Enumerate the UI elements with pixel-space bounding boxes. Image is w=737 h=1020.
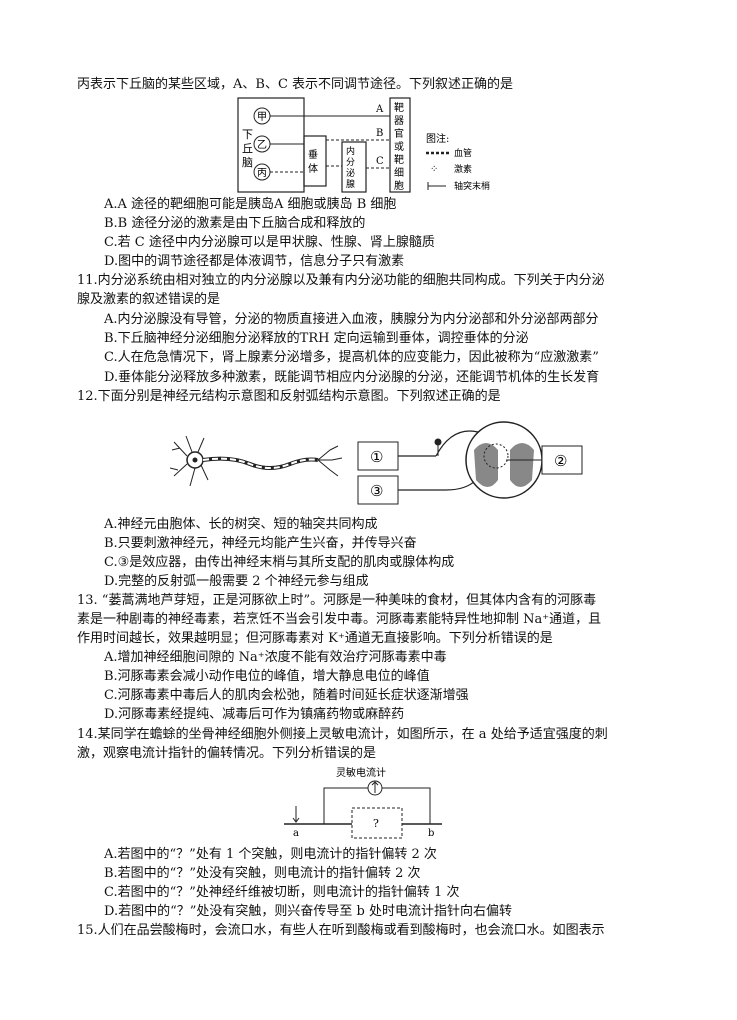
target-label-4: 或 <box>394 141 404 153</box>
q11-option-a: A.内分泌腺没有导管，分泌的物质直接进入血液，胰腺分为内分泌部和外分泌部两部分 <box>104 312 599 327</box>
pituitary-label-1: 垂 <box>308 149 318 161</box>
q14-option-b: B.若图中的“？”处没有突触，则电流计的指针偏转 2 次 <box>104 866 421 881</box>
hypothalamus-label-3: 脑 <box>242 156 253 169</box>
pituitary-box <box>303 135 327 187</box>
endocrine-label-3: 泌 <box>346 167 355 179</box>
q11-stem-line-1: 11.内分泌系统由相对独立的内分泌腺以及兼有内分泌功能的细胞共同构成。下列关于内… <box>77 273 605 288</box>
target-label-3: 官 <box>394 127 404 140</box>
reflex-label-1: ① <box>370 448 383 466</box>
q12-option-a: A.神经元由胞体、长的树突、短的轴突共同构成 <box>104 517 378 532</box>
point-a-label: a <box>293 828 299 839</box>
q11-option-c: C.人在危急情况下，肾上腺素分泌增多，提高机体的应变能力，因此被称为“应激激素” <box>104 350 599 365</box>
endocrine-pathway-diagram: 下 丘 脑 甲 乙 丙 垂 体 内 分 泌 腺 靶 器 官 或 靶 细 胞 A … <box>237 97 490 193</box>
target-label-7: 胞 <box>394 180 404 192</box>
q15-stem: 15.人们在品尝酸梅时，会流口水，有些人在听到酸梅或看到酸梅时，也会流口水。如图… <box>77 923 605 938</box>
endocrine-label-1: 内 <box>346 145 355 157</box>
q10-option-b: B.B 途径分泌的激素是由下丘脑合成和释放的 <box>104 216 366 231</box>
q13-option-a: A.增加神经细胞间隙的 Na⁺浓度不能有效治疗河豚毒素中毒 <box>104 650 447 665</box>
endocrine-gland-box <box>341 141 367 193</box>
q10-intro: 丙表示下丘脑的某些区域，A、B、C 表示不同调节途径。下列叙述正确的是 <box>77 77 514 92</box>
area-jia-label: 甲 <box>257 112 267 123</box>
q13-stem-line-1: 13. “蒌蒿满地芦芽短，正是河豚欲上时”。河豚是一种美味的食材，但其体内含有的… <box>77 593 597 608</box>
legend-vessel-label: 血管 <box>454 147 472 159</box>
path-c-label: C <box>376 156 384 167</box>
reflex-label-2: ② <box>554 452 567 470</box>
q12-option-d: D.完整的反射弧一般需要 2 个神经元参与组成 <box>104 574 369 589</box>
neuron-diagram <box>170 435 343 487</box>
target-label-6: 细 <box>394 166 404 179</box>
q13-stem-line-3: 作用时间越长，效果越明显；但河豚毒素对 K⁺通道无直接影响。下列分析错误的是 <box>77 631 553 646</box>
reflex-arc-diagram: ① ③ ② <box>357 421 583 505</box>
target-label-1: 靶 <box>394 101 404 114</box>
q12-stem: 12.下面分别是神经元结构示意图和反射弧结构示意图。下列叙述正确的是 <box>77 389 501 404</box>
q14-stem-line-2: 激，观察电流计指针的偏转情况。下列分析错误的是 <box>77 746 377 761</box>
legend-hormone-label: 激素 <box>454 163 472 175</box>
q10-option-d: D.图中的调节途径都是体液调节，信息分子只有激素 <box>104 254 405 269</box>
q12-option-b: B.只要刺激神经元，神经元均能产生兴奋，并传导兴奋 <box>104 536 417 551</box>
legend-title: 图注: <box>426 132 449 145</box>
path-a-label: A <box>375 104 384 115</box>
reflex-label-3: ③ <box>370 482 383 500</box>
legend-axon-label: 轴突末梢 <box>454 180 490 192</box>
q13-option-b: B.河豚毒素会减小动作电位的峰值，增大静息电位的峰值 <box>104 669 430 684</box>
q14-option-d: D.若图中的“？”处没有突触，则兴奋传导至 b 处时电流计指针向右偏转 <box>104 904 512 919</box>
path-b-label: B <box>376 128 383 139</box>
hypothalamus-label-2: 丘 <box>242 142 253 155</box>
q11-option-d: D.垂体能分泌释放多种激素，既能调节相应内分泌腺的分泌，还能调节机体的生长发育 <box>104 370 600 385</box>
target-box <box>389 97 411 193</box>
hypothalamus-label-1: 下 <box>242 128 253 141</box>
q10-option-a: A.A 途径的靶细胞可能是胰岛A 细胞或胰岛 B 细胞 <box>104 197 397 212</box>
endocrine-label-4: 腺 <box>346 178 355 190</box>
q14-option-c: C.若图中的“？”处神经纤维被切断，则电流计的指针偏转 1 次 <box>104 885 460 900</box>
unknown-label: ? <box>373 817 379 830</box>
galvanometer-diagram: 灵敏电流计 a b ? <box>284 766 442 839</box>
endocrine-label-2: 分 <box>346 157 355 168</box>
q14-stem-line-1: 14.某同学在蟾蜍的坐骨神经细胞外侧接上灵敏电流计，如图所示，在 a 处给予适宜… <box>77 727 608 742</box>
q11-option-b: B.下丘脑神经分泌细胞分泌释放的TRH 定向运输到垂体，调控垂体的分泌 <box>104 331 529 346</box>
target-label-2: 器 <box>394 115 404 127</box>
q14-option-a: A.若图中的“？”处有 1 个突触，则电流计的指针偏转 2 次 <box>104 847 437 862</box>
area-yi-label: 乙 <box>257 139 267 151</box>
meter-label: 灵敏电流计 <box>336 766 386 779</box>
q11-stem-line-2: 腺及激素的叙述错误的是 <box>77 292 221 307</box>
point-b-label: b <box>428 828 434 839</box>
q13-option-d: D.河豚毒素经提纯、减毒后可作为镇痛药物或麻醉药 <box>104 707 405 722</box>
q10-option-c: C.若 C 途径中内分泌腺可以是甲状腺、性腺、肾上腺髓质 <box>104 235 435 250</box>
pituitary-label-2: 体 <box>308 163 318 175</box>
target-label-5: 靶 <box>394 153 404 166</box>
q12-option-c: C.③是效应器，由传出神经末梢与其所支配的肌肉或腺体构成 <box>104 555 455 570</box>
area-bing-label: 丙 <box>257 168 267 179</box>
q13-option-c: C.河豚毒素中毒后人的肌肉会松弛，随着时间延长症状逐渐增强 <box>104 688 469 703</box>
q13-stem-line-2: 素是一种剧毒的神经毒素，若烹饪不当会引发中毒。河豚毒素能特异性地抑制 Na⁺通道… <box>77 612 602 627</box>
legend-hormone-icon: ⁘ <box>430 164 438 175</box>
